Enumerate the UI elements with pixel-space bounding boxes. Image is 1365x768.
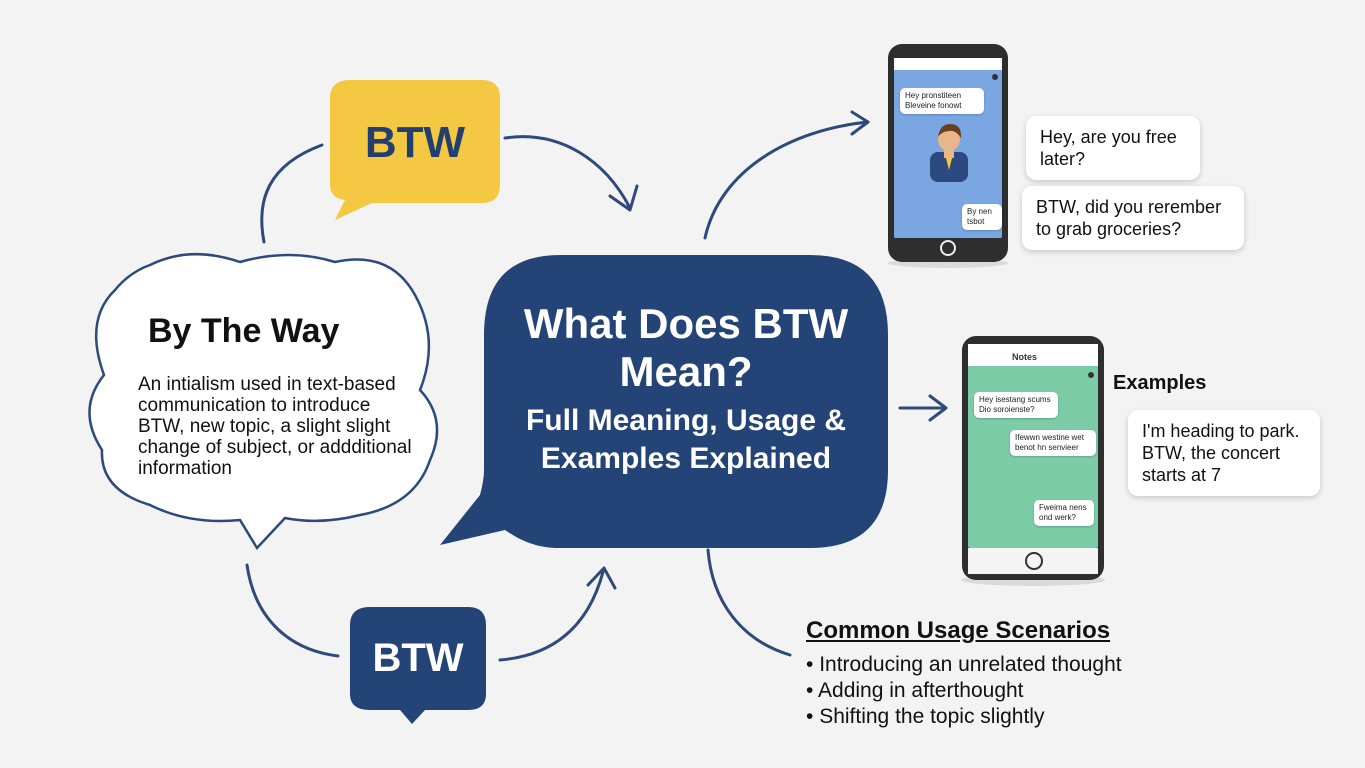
examples-label: Examples [1113,372,1207,394]
arrow-left-top [260,143,324,244]
main-speech-bubble [440,255,888,548]
btw-badge-top: BTW [364,118,466,167]
scenario-item: • Adding in afterthought [806,679,1024,702]
arrow-top-to-center [503,135,632,210]
phone-top-outgoing-bubble: By nen tsbot [962,204,1002,230]
chat-bubble-2: BTW, did you rerember to grab groceries? [1022,186,1244,250]
arrowhead-center-phone [850,110,870,136]
scenarios-list: • Introducing an unrelated thought • Add… [806,652,1122,730]
scenario-item: • Introducing an unrelated thought [806,653,1122,676]
phone-bottom-bubble-3: Fweima nens ond werk? [1034,500,1094,526]
arrow-center-to-scenarios [706,548,792,657]
definition-text: An intialism used in text-based communic… [138,374,412,479]
scenario-item: • Shifting the topic slightly [806,705,1045,728]
arrow-center-to-phone [703,120,870,240]
arrow-left-bottom [245,563,340,658]
chat-bubble-1: Hey, are you free later? [1026,116,1200,180]
phone-bottom-home-button [1025,552,1043,570]
arrowhead-top-center [608,184,639,212]
phone-bottom-bubble-1: Hey isestang scums Dio soroienste? [974,392,1058,418]
avatar-icon [930,124,968,182]
definition-title: By The Way [148,312,340,350]
phone-bottom-bubble-2: Ifewwn westine wet benot hn senvieer [1010,430,1096,456]
yellow-btw-bubble [330,80,500,220]
phone-bottom-header: Notes [1012,352,1038,362]
btw-badge-bottom: BTW [372,636,464,680]
phone-top-incoming-bubble: Hey pronstiteen Bleveine fonowt [900,88,984,114]
example-bubble: I'm heading to park. BTW, the concert st… [1128,410,1320,496]
phone-top-home-button [940,240,956,256]
main-subtitle: Full Meaning, Usage & Examples Explained [525,404,847,475]
arrowhead-bottom-center [586,566,617,590]
main-title: What Does BTW Mean? [523,300,849,395]
navy-btw-bubble [350,607,486,724]
arrow-bottom-to-center [498,570,605,662]
arrowhead-center-right [928,394,948,422]
definition-bubble [88,253,439,551]
scenarios-title: Common Usage Scenarios [806,617,1111,644]
